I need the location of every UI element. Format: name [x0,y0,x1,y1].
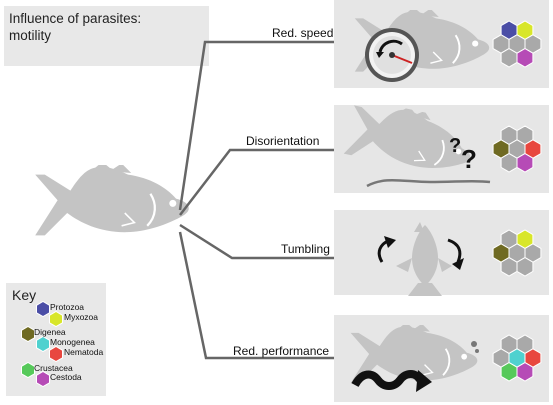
hex-crustacea-branch-3 [500,257,518,277]
connector-disorientation [179,148,334,216]
key-hex-myxozoa [49,310,63,328]
key-label-cestoda: Cestoda [50,372,82,382]
hex-crustacea-branch-4 [500,362,518,382]
main-fish-icon [34,165,190,237]
key-label-myxozoa: Myxozoa [64,312,99,322]
label-reduced-performance: Red. performance [233,344,330,358]
key-hex-digenea [21,325,35,343]
key-hexes [21,300,63,388]
connector-lines [178,40,334,360]
hex-crustacea-branch-1 [500,48,518,68]
connector-reduced-speed [178,40,334,211]
key-label-protozoa: Protozoa [50,302,85,312]
key-label-monogenea: Monogenea [50,337,95,347]
connector-tumbling [179,223,334,260]
key-hex-monogenea [36,335,50,353]
label-reduced-speed: Red. speed [272,26,334,40]
label-tumbling: Tumbling [281,242,330,256]
key-box: Key [6,283,106,396]
key-label-digenea: Digenea [34,327,66,337]
hex-crustacea-branch-2 [500,153,518,173]
label-disorientation: Disorientation [246,134,320,148]
key-hex-crustacea [21,361,35,379]
key-hex-protozoa [36,300,50,318]
key-hex-nematoda [49,345,63,363]
key-label-nematoda: Nematoda [64,347,104,357]
fish-with-speedometer-icon [353,10,491,82]
branch-hex-grids [492,20,542,382]
fish-with-wavy-arrow-icon [349,325,479,392]
hex-cestoda-branch-3 [516,257,534,277]
title-box: Influence of parasites: motility [4,6,209,66]
connector-reduced-performance [178,231,334,360]
hex-cestoda-branch-4 [516,362,534,382]
fish-with-question-marks-icon: ? ? [342,97,491,188]
key-label-crustacea: Crustacea [34,363,73,373]
tumbling-fish-icon [377,222,464,296]
key-title: Key [12,287,37,303]
hex-cestoda-branch-2 [516,153,534,173]
title-line-2: motility [9,28,52,43]
svg-text:?: ? [461,144,477,174]
hex-cestoda-branch-1 [516,48,534,68]
title-line-1: Influence of parasites: [9,11,142,26]
key-hex-cestoda [36,370,50,388]
diagram-title: Influence of parasites: motility [9,10,141,44]
svg-text:?: ? [449,135,461,157]
